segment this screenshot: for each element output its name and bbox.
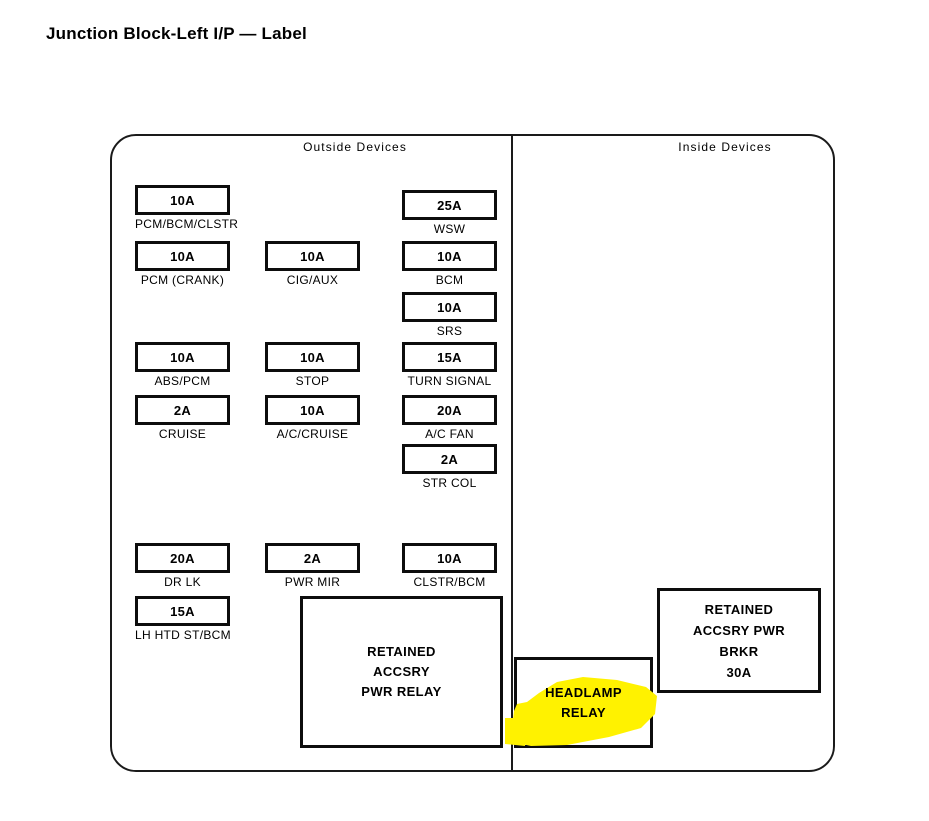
fuse-cell-pwr-mir: 2A PWR MIR <box>265 543 360 589</box>
fuse-box-cig-aux[interactable]: 10A <box>265 241 360 271</box>
fuse-label: WSW <box>433 222 466 236</box>
fuse-box-str-col[interactable]: 2A <box>402 444 497 474</box>
fuse-rating: 10A <box>437 299 462 315</box>
fuse-cell-turn-signal: 15A TURN SIGNAL <box>402 342 497 388</box>
relay-line: RETAINED <box>367 644 436 659</box>
fuse-box-pcm-crank[interactable]: 10A <box>135 241 230 271</box>
fuse-label: PCM/BCM/CLSTR <box>135 217 239 231</box>
relay-line: PWR RELAY <box>361 684 442 699</box>
relay-line: RELAY <box>561 704 606 720</box>
relay-headlamp-relay[interactable]: HEADLAMP RELAY <box>514 657 653 748</box>
fuse-rating: 10A <box>300 248 325 264</box>
section-heading-outside-devices: Outside Devices <box>303 140 407 154</box>
fuse-box-abs-pcm[interactable]: 10A <box>135 342 230 372</box>
fuse-rating: 20A <box>170 550 195 566</box>
fuse-box-bcm[interactable]: 10A <box>402 241 497 271</box>
fuse-cell-wsw: 25A WSW <box>402 190 497 236</box>
section-heading-inside-devices: Inside Devices <box>678 140 772 154</box>
fuse-cell-abs-pcm: 10A ABS/PCM <box>135 342 230 388</box>
fuse-rating: 25A <box>437 197 462 213</box>
fuse-box-ac-fan[interactable]: 20A <box>402 395 497 425</box>
breaker-line: ACCSRY PWR <box>692 622 786 638</box>
fuse-rating: 10A <box>170 349 195 365</box>
fuse-label: STR COL <box>422 476 477 490</box>
fuse-label: PWR MIR <box>284 575 341 589</box>
fuse-label: STOP <box>295 374 330 388</box>
fuse-cell-pcm-bcm-clstr: 10A PCM/BCM/CLSTR <box>135 185 239 231</box>
fuse-box-turn-signal[interactable]: 15A <box>402 342 497 372</box>
relay-line: HEADLAMP <box>545 684 622 700</box>
fuse-rating: 2A <box>173 402 192 418</box>
fuse-box-clstr-bcm[interactable]: 10A <box>402 543 497 573</box>
relay-retained-accsry-pwr-relay[interactable]: RETAINED ACCSRY PWR RELAY <box>300 596 503 748</box>
fuse-cell-bcm: 10A BCM <box>402 241 497 287</box>
fuse-label: CRUISE <box>158 427 207 441</box>
fuse-cell-ac-cruise: 10A A/C/CRUISE <box>265 395 360 441</box>
fuse-rating: 15A <box>437 349 462 365</box>
fuse-box-dr-lk[interactable]: 20A <box>135 543 230 573</box>
fuse-rating: 10A <box>437 550 462 566</box>
relay-line: ACCSRY <box>373 664 430 679</box>
breaker-line: RETAINED <box>704 601 774 617</box>
fuse-box-pwr-mir[interactable]: 2A <box>265 543 360 573</box>
fuse-cell-lh-htd-st-bcm: 15A LH HTD ST/BCM <box>135 596 231 642</box>
fuse-box-srs[interactable]: 10A <box>402 292 497 322</box>
fuse-rating: 10A <box>300 349 325 365</box>
fuse-label: CIG/AUX <box>286 273 339 287</box>
page-title: Junction Block-Left I/P — Label <box>46 24 307 43</box>
fuse-label: TURN SIGNAL <box>407 374 492 388</box>
fuse-rating: 10A <box>300 402 325 418</box>
breaker-retained-accsry-pwr-brkr[interactable]: RETAINED ACCSRY PWR BRKR 30A <box>657 588 821 693</box>
breaker-line: 30A <box>726 664 752 680</box>
fuse-label: SRS <box>436 324 463 338</box>
fuse-cell-clstr-bcm: 10A CLSTR/BCM <box>402 543 497 589</box>
fuse-label: A/C/CRUISE <box>276 427 349 441</box>
fuse-box-wsw[interactable]: 25A <box>402 190 497 220</box>
fuse-rating: 10A <box>170 248 195 264</box>
fuse-cell-cig-aux: 10A CIG/AUX <box>265 241 360 287</box>
fuse-cell-stop: 10A STOP <box>265 342 360 388</box>
fuse-rating: 10A <box>437 248 462 264</box>
fuse-label: BCM <box>435 273 464 287</box>
fuse-box-pcm-bcm-clstr[interactable]: 10A <box>135 185 230 215</box>
fuse-cell-dr-lk: 20A DR LK <box>135 543 230 589</box>
breaker-line: BRKR <box>719 643 759 659</box>
fuse-rating: 10A <box>170 192 195 208</box>
fuse-rating: 2A <box>440 451 459 467</box>
panel-divider <box>511 134 513 772</box>
fuse-box-lh-htd-st-bcm[interactable]: 15A <box>135 596 230 626</box>
fuse-cell-cruise: 2A CRUISE <box>135 395 230 441</box>
fuse-label: CLSTR/BCM <box>413 575 486 589</box>
fuse-box-ac-cruise[interactable]: 10A <box>265 395 360 425</box>
fuse-rating: 20A <box>437 402 462 418</box>
fuse-box-stop[interactable]: 10A <box>265 342 360 372</box>
fuse-cell-str-col: 2A STR COL <box>402 444 497 490</box>
fuse-cell-srs: 10A SRS <box>402 292 497 338</box>
fuse-label: LH HTD ST/BCM <box>135 628 231 642</box>
fuse-box-cruise[interactable]: 2A <box>135 395 230 425</box>
fuse-cell-ac-fan: 20A A/C FAN <box>402 395 497 441</box>
fuse-label: PCM (CRANK) <box>140 273 225 287</box>
fuse-label: DR LK <box>164 575 201 589</box>
fuse-rating: 15A <box>170 603 195 619</box>
fuse-label: A/C FAN <box>425 427 474 441</box>
fuse-label: ABS/PCM <box>154 374 211 388</box>
fuse-cell-pcm-crank: 10A PCM (CRANK) <box>135 241 230 287</box>
fuse-rating: 2A <box>303 550 322 566</box>
